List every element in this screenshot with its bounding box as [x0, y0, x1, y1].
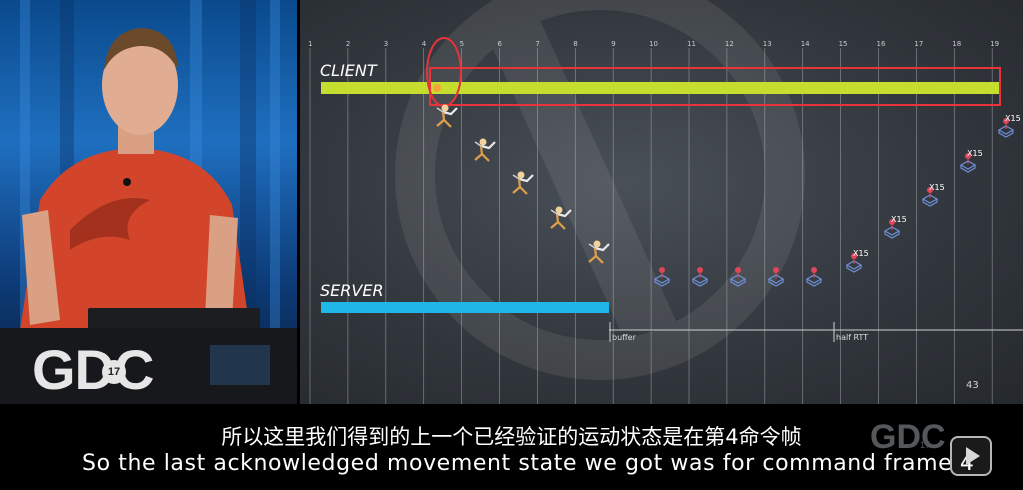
background-emblem: [395, 0, 805, 380]
runner-icon: [436, 104, 458, 128]
slide-page-number: 43: [966, 380, 979, 391]
client-runners: [436, 104, 610, 264]
client-timeline-bar: [321, 82, 999, 94]
speaker-scene: [0, 0, 297, 404]
frame-tick: 4: [422, 40, 427, 48]
buffer-label: buffer: [612, 333, 637, 342]
frame-tick: 6: [498, 40, 503, 48]
server-pad-icon: [805, 267, 823, 287]
watermark-logo-number: 17: [920, 440, 931, 450]
frame-tick: 2: [346, 40, 350, 48]
frame-tick: 1: [308, 40, 312, 48]
runner-icon: [550, 206, 572, 230]
speaker-video: GDC 17: [0, 0, 297, 404]
command-marker: [433, 84, 441, 92]
frame-tick: 16: [877, 40, 886, 48]
server-pad-icon: X15: [845, 249, 869, 273]
server-pad-icon: X15: [883, 215, 907, 239]
frame-tick: 19: [990, 40, 999, 48]
x15-badge: X15: [1005, 114, 1021, 123]
server-pad-icon: [729, 267, 747, 287]
frame-tick: 8: [573, 40, 577, 48]
gdc-logo-text: GDC: [32, 338, 154, 401]
x15-badge: X15: [853, 249, 869, 258]
gdc-logo: GDC: [32, 338, 154, 401]
frame-tick: 10: [649, 40, 658, 48]
x15-badge: X15: [929, 183, 945, 192]
frame-tick: 13: [763, 40, 772, 48]
runner-icon: [512, 171, 534, 195]
frame-tick: 9: [611, 40, 615, 48]
half-rtt-label: half RTT: [836, 333, 868, 342]
frame-tick: 18: [952, 40, 961, 48]
subtitle-english: So the last acknowledged movement state …: [82, 451, 975, 476]
frame-tick: 12: [725, 40, 734, 48]
watermark-logo: GDC 17: [870, 418, 975, 478]
play-icon: [966, 447, 980, 465]
server-pad-icon: [691, 267, 709, 287]
gdc-logo-number: 17: [102, 360, 126, 384]
frame-tick: 15: [839, 40, 848, 48]
highlight-rectangle: [429, 67, 1001, 106]
runner-icon: [588, 240, 610, 264]
server-pad-icon: X15: [921, 183, 945, 207]
runner-icon: [474, 138, 496, 162]
subtitle-bar: 所以这里我们得到的上一个已经验证的运动状态是在第4命令帧 So the last…: [0, 404, 1023, 490]
server-pad-icon: [767, 267, 785, 287]
tv-icon[interactable]: [950, 436, 992, 476]
x15-badge: X15: [967, 149, 983, 158]
server-label: SERVER: [320, 281, 384, 300]
server-pad-icon: X15: [997, 114, 1021, 138]
frame-tick: 17: [914, 40, 923, 48]
x15-badge: X15: [891, 215, 907, 224]
subtitle-chinese: 所以这里我们得到的上一个已经验证的运动状态是在第4命令帧: [221, 425, 802, 449]
frame-tick: 7: [535, 40, 539, 48]
frame-tick: 14: [801, 40, 810, 48]
server-pad-icon: X15: [959, 149, 983, 173]
frame-gridlines: [309, 48, 993, 404]
server-pad-icon: [653, 267, 671, 287]
frame-tick: 5: [460, 40, 464, 48]
client-label: CLIENT: [320, 61, 378, 80]
frame-tick: 11: [687, 40, 696, 48]
frame-tick: 3: [384, 40, 388, 48]
watermark-logo-text: GDC: [870, 418, 946, 456]
server-timeline-bar: [321, 302, 609, 313]
